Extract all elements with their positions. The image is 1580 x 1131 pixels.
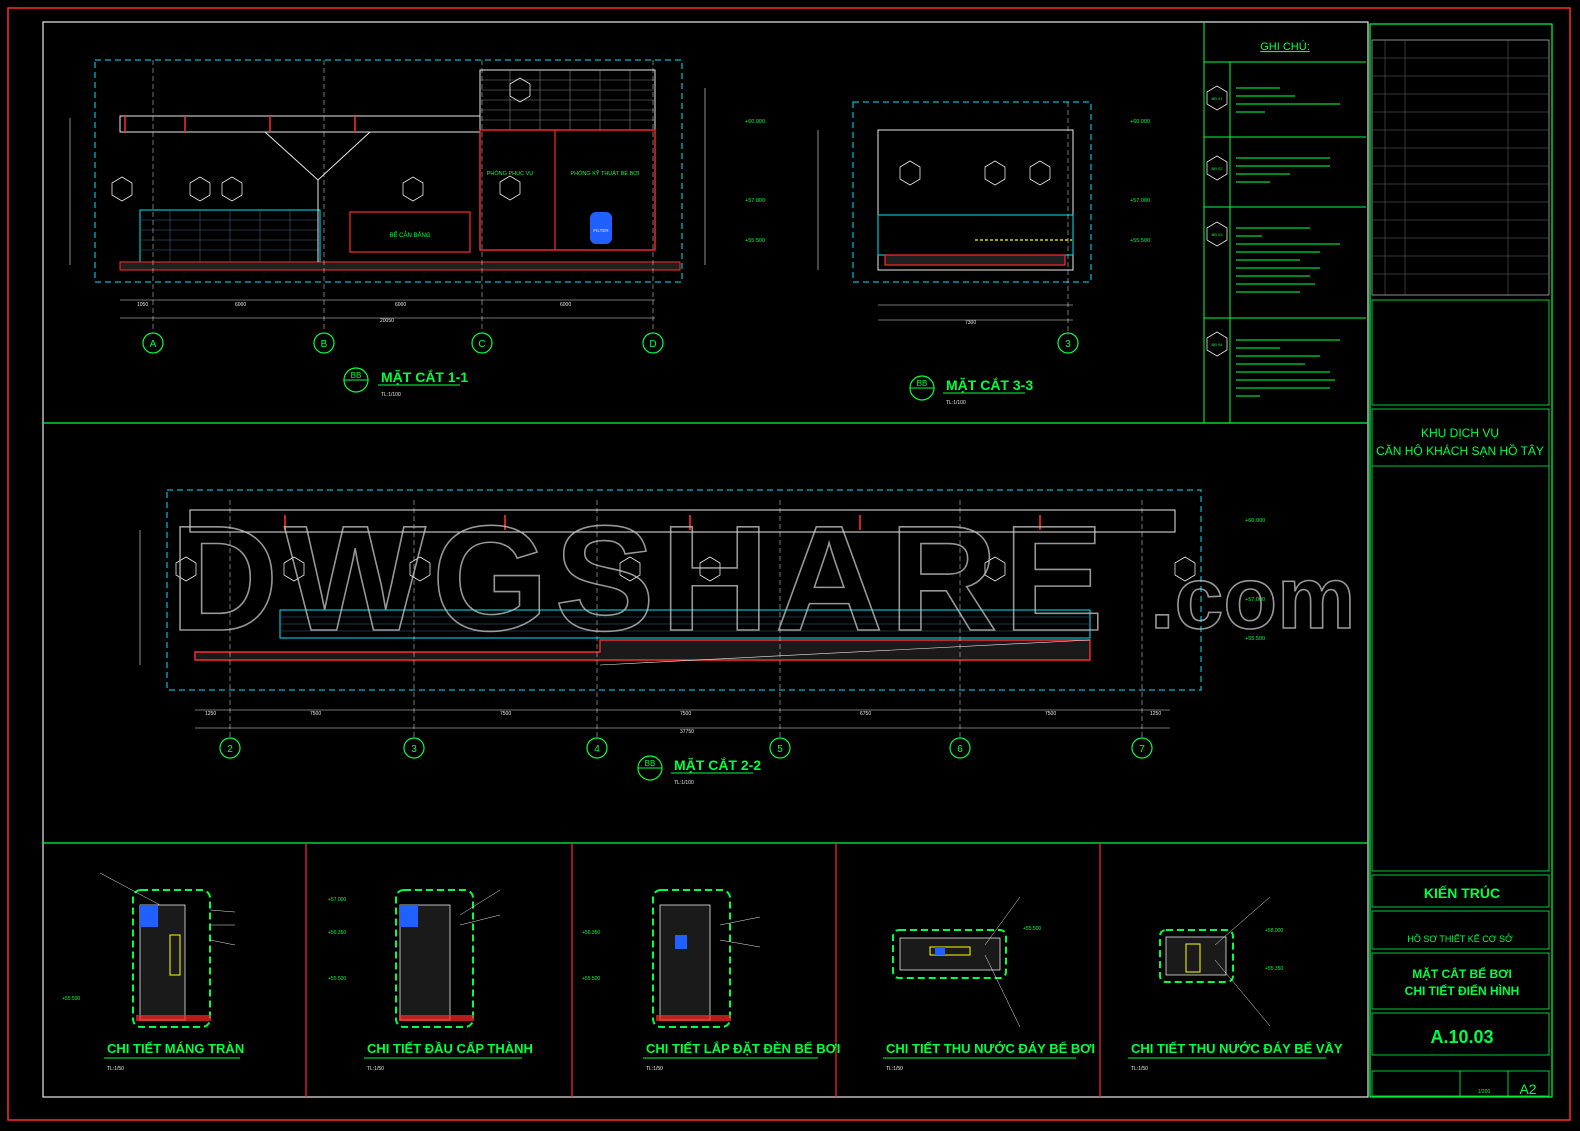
note-tag: BB 02 [1212, 166, 1224, 171]
section-3-3-title: MẶT CẮT 3-3 [946, 376, 1033, 393]
level-label: +60.000 [745, 119, 765, 125]
level-label: +55.500 [1130, 238, 1150, 244]
title-block: KHU DỊCH VỤ CĂN HỘ KHÁCH SẠN HỒ TÂY KIẾN… [1369, 23, 1553, 1098]
drawing-title-line2: CHI TIẾT ĐIỂN HÌNH [1405, 983, 1520, 998]
axis-label: 6 [957, 744, 963, 755]
detail-title: CHI TIẾT THU NƯỚC ĐÁY BỂ BƠI [886, 1041, 1095, 1056]
detail-scale: TL:1/50 [1131, 1066, 1148, 1072]
axis-label: A [150, 339, 157, 350]
watermark-main: DWGSHARE [170, 494, 1110, 662]
level-label: +56.350 [328, 930, 346, 936]
note-tag: BB 03 [1212, 232, 1224, 237]
level-label: +55.500 [1245, 636, 1265, 642]
section-tag: BB [351, 371, 362, 380]
level-label: +55.500 [582, 976, 600, 982]
svg-text:7500: 7500 [500, 711, 511, 717]
scale-value: 1/200 [1478, 1089, 1491, 1095]
svg-text:7300: 7300 [965, 320, 976, 326]
balance-tank-label: BỂ CÂN BẰNG [389, 231, 430, 239]
level-label: +55.500 [62, 996, 80, 1002]
level-label: +58.000 [1265, 928, 1283, 934]
filter-label: FILTER [593, 228, 609, 233]
level-label: +60.000 [1130, 119, 1150, 125]
detail-scale: TL:1/50 [886, 1066, 903, 1072]
detail-4: CHI TIẾT THU NƯỚC ĐÁY BỂ BƠI TL:1/50 +55… [883, 926, 1095, 1072]
tech-room-label: PHÒNG KỸ THUẬT BỂ BƠI [571, 170, 640, 177]
level-label: +56.350 [582, 930, 600, 936]
detail-title: CHI TIẾT THU NƯỚC ĐÁY BỂ VẦY [1131, 1041, 1343, 1056]
level-label: +57.000 [1245, 597, 1265, 603]
svg-text:6000: 6000 [395, 302, 406, 308]
level-label: +60.000 [1245, 518, 1265, 524]
note-tag: BB 01 [1212, 96, 1224, 101]
inner-frame [42, 21, 1369, 1098]
note-tag: BB 04 [1212, 342, 1224, 347]
level-label: +55.500 [328, 976, 346, 982]
axis-label: D [649, 339, 656, 350]
axis-label: B [321, 339, 328, 350]
svg-text:1250: 1250 [1150, 711, 1161, 717]
section-tag: BB [645, 759, 656, 768]
detail-1: CHI TIẾT MÁNG TRÀN TL:1/50 +55.500 [62, 889, 244, 1072]
axis-label: C [478, 339, 485, 350]
level-label: +55.350 [1265, 966, 1283, 972]
svg-text:7500: 7500 [310, 711, 321, 717]
section-3-3: 7300 3 +60.000 +57.000 +55.500 BB MẶT CẮ… [817, 101, 1150, 406]
drawing-title-line1: MẶT CẮT BỂ BƠI [1412, 966, 1512, 981]
project-line1: KHU DỊCH VỤ [1421, 426, 1499, 440]
level-label: +57.000 [745, 198, 765, 204]
svg-text:20050: 20050 [380, 318, 394, 324]
svg-text:6750: 6750 [860, 711, 871, 717]
axis-label: 4 [594, 744, 600, 755]
drawing-number: A.10.03 [1430, 1027, 1493, 1047]
level-label: +57.000 [328, 897, 346, 903]
detail-title: CHI TIẾT LẮP ĐẶT ĐÈN BỂ BƠI [646, 1041, 840, 1056]
section-scale: TL:1/100 [674, 780, 694, 786]
section-1-1: BỂ CÂN BẰNG FILTER PHÒNG PHỤC VỤ PHÒNG K… [69, 59, 765, 398]
outer-red-border [7, 7, 1571, 1121]
detail-title: CHI TIẾT ĐẦU CẤP THÀNH [367, 1041, 533, 1056]
level-label: +55.500 [745, 238, 765, 244]
notes-column: GHI CHÚ: BB 01 BB 02 BB 03 BB 04 [1204, 40, 1366, 423]
level-label: +55.500 [1023, 926, 1041, 932]
watermark-suffix: .com [1150, 548, 1355, 647]
svg-text:7500: 7500 [680, 711, 691, 717]
axis-label: 5 [777, 744, 783, 755]
svg-text:1250: 1250 [205, 711, 216, 717]
svg-text:1050: 1050 [137, 302, 148, 308]
discipline: KIẾN TRÚC [1424, 884, 1500, 901]
svg-text:6000: 6000 [560, 302, 571, 308]
watermark: DWGSHARE .com [169, 493, 1356, 663]
svg-text:37750: 37750 [680, 729, 694, 735]
axis-label: 2 [227, 744, 233, 755]
axis-label: 3 [411, 744, 417, 755]
project-line2: CĂN HỘ KHÁCH SẠN HỒ TÂY [1376, 443, 1544, 458]
detail-2: CHI TIẾT ĐẦU CẤP THÀNH TL:1/50 +57.000 +… [328, 889, 533, 1072]
phase: HỒ SƠ THIẾT KẾ CƠ SỞ [1407, 933, 1513, 944]
section-2-2-title: MẶT CẮT 2-2 [674, 756, 761, 773]
sheet-size: A2 [1519, 1081, 1536, 1097]
level-label: +57.000 [1130, 198, 1150, 204]
detail-scale: TL:1/50 [367, 1066, 384, 1072]
svg-text:6000: 6000 [235, 302, 246, 308]
detail-5: CHI TIẾT THU NƯỚC ĐÁY BỂ VẦY TL:1/50 +58… [1128, 928, 1343, 1072]
svg-text:7500: 7500 [1045, 711, 1056, 717]
axis-label: 7 [1139, 744, 1145, 755]
section-scale: TL:1/100 [946, 400, 966, 406]
section-1-1-title: MẶT CẮT 1-1 [381, 368, 468, 385]
axis-label: 3 [1065, 339, 1071, 350]
detail-scale: TL:1/50 [646, 1066, 663, 1072]
section-tag: BB [917, 379, 928, 388]
section-scale: TL:1/100 [381, 392, 401, 398]
detail-scale: TL:1/50 [107, 1066, 124, 1072]
notes-heading: GHI CHÚ: [1260, 40, 1310, 53]
detail-3: CHI TIẾT LẮP ĐẶT ĐÈN BỂ BƠI TL:1/50 +56.… [582, 889, 840, 1072]
detail-title: CHI TIẾT MÁNG TRÀN [107, 1041, 244, 1056]
service-room-label: PHÒNG PHỤC VỤ [487, 170, 533, 177]
